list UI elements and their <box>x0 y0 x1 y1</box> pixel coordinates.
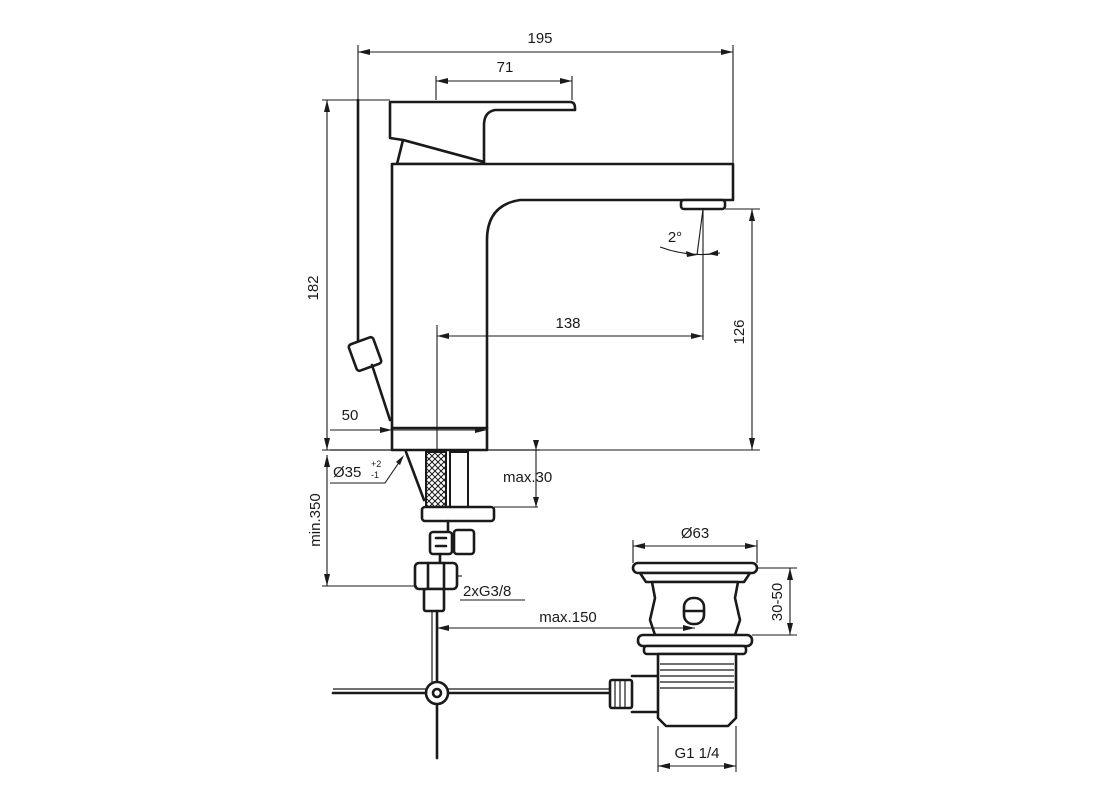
waste-cap <box>631 561 759 575</box>
label-base-offset: 50 <box>342 407 359 424</box>
fixing-plate <box>420 505 496 523</box>
dimension-lines <box>322 45 797 772</box>
popup-knob <box>347 335 383 373</box>
label-waste-height: 30-50 <box>769 583 786 621</box>
label-max-deck: max.30 <box>503 469 552 486</box>
hose-connector <box>413 561 459 591</box>
label-spout-height: 126 <box>731 319 748 344</box>
label-waste-thread: G1 1/4 <box>674 745 719 762</box>
label-overall-width: 195 <box>527 30 552 47</box>
label-lever-offset: 71 <box>497 59 514 76</box>
label-waste-diameter: Ø63 <box>681 525 709 542</box>
label-spout-reach: 138 <box>555 315 580 332</box>
waste-valve <box>631 561 759 728</box>
dimension-labels: 195 71 182 126 138 2° 50 Ø35 +2 -1 max.3… <box>305 30 786 762</box>
label-hose-length: min.350 <box>307 493 324 546</box>
tap-body <box>390 162 735 452</box>
aerator <box>679 198 727 211</box>
label-hole-tolerance-minus: -1 <box>371 470 379 480</box>
label-rod-reach: max.150 <box>539 609 597 626</box>
installation-parts <box>330 449 662 760</box>
mixer-tap <box>347 98 735 452</box>
label-overall-height: 182 <box>305 275 322 300</box>
label-connection: 2xG3/8 <box>463 583 511 600</box>
label-hole-tolerance-plus: +2 <box>371 459 381 469</box>
pivot-joint <box>424 680 450 706</box>
lever-handle <box>388 100 577 164</box>
label-hole-diameter: Ø35 <box>333 464 361 481</box>
label-angle: 2° <box>668 229 682 246</box>
fixing-nut <box>452 528 476 556</box>
braided-hose <box>425 451 447 508</box>
